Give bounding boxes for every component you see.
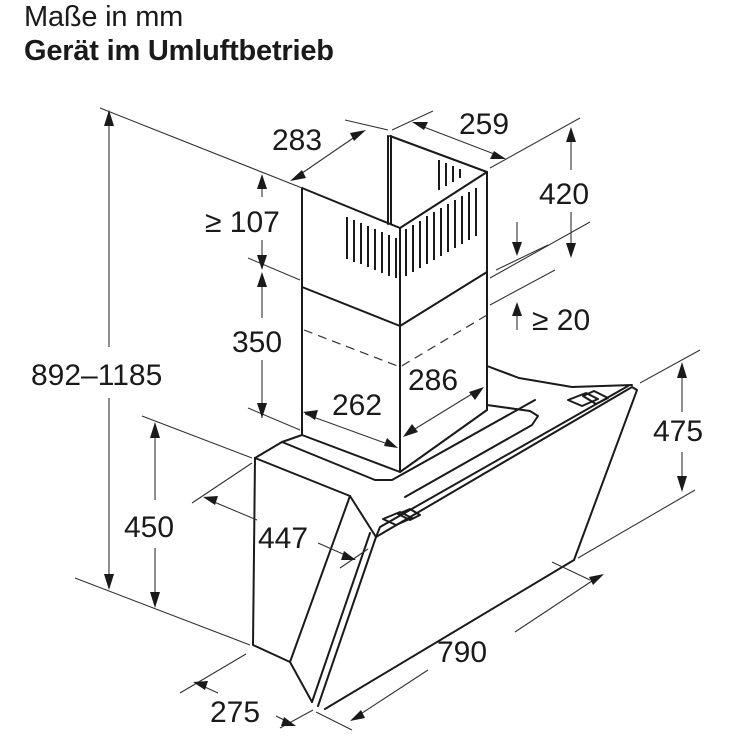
extension-lines: [74, 107, 701, 731]
dim-286: 286: [408, 364, 458, 397]
dim-overlap: ≥ 20: [532, 304, 590, 337]
dim-420: 420: [539, 178, 589, 211]
drawing-title: Gerät im Umluftbetrieb: [24, 35, 334, 67]
dim-790: 790: [437, 636, 487, 669]
dim-ceiling-gap: ≥ 107: [205, 206, 280, 239]
dim-475: 475: [653, 415, 703, 448]
title-block: Maße in mm Gerät im Umluftbetrieb: [24, 0, 334, 68]
dim-350: 350: [232, 326, 282, 359]
dim-total-height: 892–1185: [31, 359, 162, 392]
vent-slots: [346, 160, 477, 278]
dimension-labels: 283 259 420 ≥ 107 ≥ 20 350 262 286 892–1…: [31, 108, 703, 729]
hood-outline: [252, 135, 638, 710]
dim-447: 447: [258, 522, 308, 555]
dim-450: 450: [124, 511, 174, 544]
units-subtitle: Maße in mm: [24, 1, 184, 33]
dim-262: 262: [332, 389, 382, 422]
dim-275: 275: [210, 696, 260, 729]
dim-259: 259: [459, 108, 509, 141]
dim-283: 283: [272, 124, 322, 157]
dimension-lines: [104, 110, 687, 726]
